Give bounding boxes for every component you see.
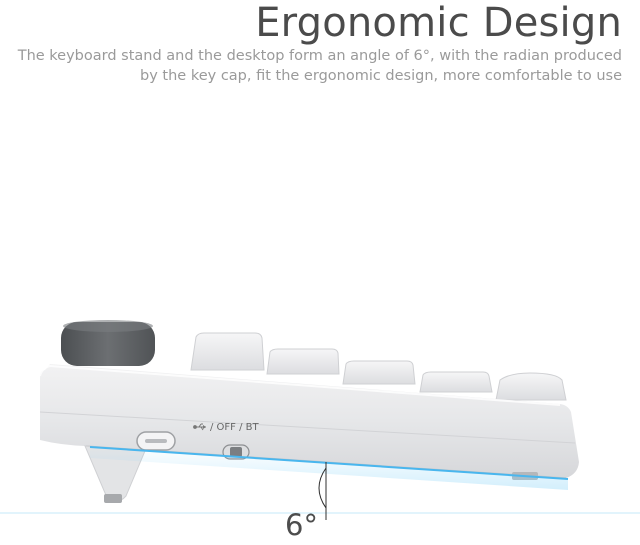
angle-label: 6° bbox=[285, 508, 318, 542]
description-text: The keyboard stand and the desktop form … bbox=[17, 48, 622, 84]
usb-c-port bbox=[136, 431, 176, 451]
volume-knob bbox=[61, 320, 155, 366]
angle-indicator-lines bbox=[0, 446, 640, 520]
switch-label: / OFF / BT bbox=[210, 422, 259, 433]
page-title: Ergonomic Design bbox=[255, 0, 622, 46]
keycaps bbox=[190, 332, 567, 401]
usb-icon bbox=[193, 423, 206, 431]
